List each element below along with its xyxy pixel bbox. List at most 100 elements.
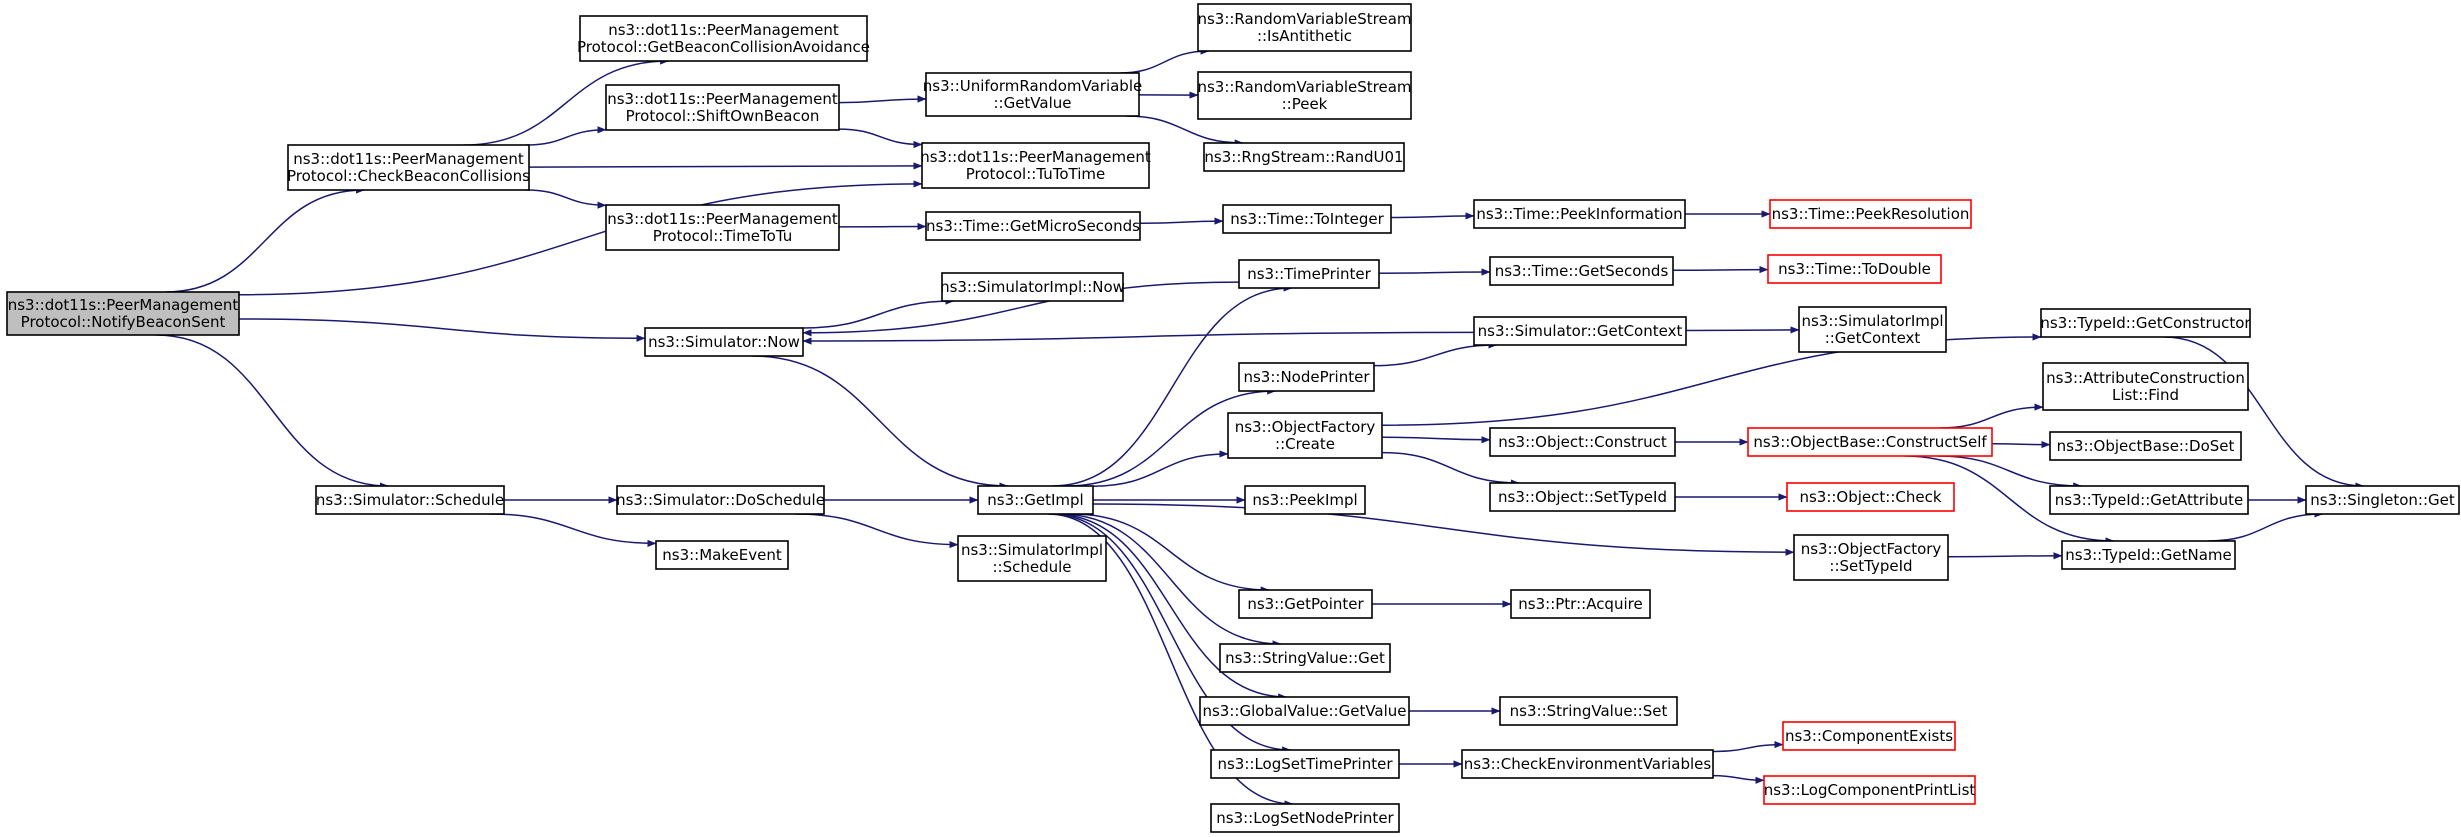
node-label: ns3::dot11s::PeerManagement: [608, 21, 839, 39]
edges-layer: [156, 47, 2365, 808]
node-label: ns3::Time::PeekInformation: [1476, 205, 1682, 223]
node-box: [1489, 482, 1676, 512]
node-box: [6, 291, 240, 336]
node-getImpl[interactable]: ns3::GetImpl: [977, 485, 1094, 515]
node-getPointer[interactable]: ns3::GetPointer: [1238, 589, 1373, 619]
node-label: ns3::GetPointer: [1247, 595, 1364, 613]
node-peekRes[interactable]: ns3::Time::PeekResolution: [1769, 199, 1972, 229]
edge-getName-to-singletonGet: [2208, 510, 2324, 542]
node-label: Protocol::NotifyBeaconSent: [21, 313, 226, 331]
node-timePrinter[interactable]: ns3::TimePrinter: [1238, 259, 1380, 289]
node-label: ns3::TypeId::GetConstructor: [2040, 314, 2251, 332]
node-label: ns3::dot11s::PeerManagement: [920, 148, 1151, 166]
node-uniformGet[interactable]: ns3::UniformRandomVariable::GetValue: [923, 72, 1142, 117]
node-logSetNode[interactable]: ns3::LogSetNodePrinter: [1210, 803, 1400, 833]
node-peekImpl[interactable]: ns3::PeekImpl: [1244, 485, 1366, 515]
edge-constructSelf-to-attrFind: [1939, 403, 2044, 429]
node-box: [1763, 775, 1976, 805]
node-label: ::SetTypeId: [1829, 557, 1912, 575]
nodes-layer: ns3::dot11s::PeerManagementProtocol::Not…: [6, 3, 2460, 833]
node-gvGetValue[interactable]: ns3::GlobalValue::GetValue: [1199, 696, 1410, 726]
node-randU01[interactable]: ns3::RngStream::RandU01: [1203, 142, 1405, 172]
node-schedule[interactable]: ns3::Simulator::Schedule: [315, 485, 505, 515]
node-ptrAcquire[interactable]: ns3::Ptr::Acquire: [1510, 589, 1651, 619]
node-notify[interactable]: ns3::dot11s::PeerManagementProtocol::Not…: [6, 291, 240, 336]
node-constructSelf[interactable]: ns3::ObjectBase::ConstructSelf: [1747, 427, 1993, 457]
edge-simNow-to-getImpl: [751, 355, 1009, 490]
node-checkBeacon[interactable]: ns3::dot11s::PeerManagementProtocol::Che…: [287, 144, 530, 191]
node-doSet[interactable]: ns3::ObjectBase::DoSet: [2049, 431, 2242, 461]
node-label: ns3::ObjectBase::DoSet: [2057, 437, 2235, 455]
node-label: ::IsAntithetic: [1257, 27, 1352, 45]
node-getBeaconCA[interactable]: ns3::dot11s::PeerManagementProtocol::Get…: [577, 15, 870, 62]
node-compExists[interactable]: ns3::ComponentExists: [1782, 721, 1956, 751]
node-svSet[interactable]: ns3::StringValue::Set: [1499, 696, 1678, 726]
node-objCheck[interactable]: ns3::Object::Check: [1786, 482, 1955, 512]
node-box: [925, 72, 1140, 117]
node-label: ns3::UniformRandomVariable: [923, 77, 1142, 95]
node-toDouble[interactable]: ns3::Time::ToDouble: [1767, 254, 1942, 284]
node-box: [941, 272, 1124, 302]
edge-getImpl-to-logSetNode: [1047, 513, 1294, 808]
edge-getImpl-to-timePrinter: [1052, 284, 1293, 487]
node-box: [2061, 540, 2236, 570]
node-implGetContext[interactable]: ns3::SimulatorImpl::GetContext: [1798, 306, 1947, 353]
edge-timePrinter-to-simNow: [802, 281, 1240, 337]
node-label: ns3::SimulatorImpl: [1801, 312, 1943, 330]
edge-getContext-to-simNow: [802, 331, 1475, 345]
node-ofSetTypeId[interactable]: ns3::ObjectFactory::SetTypeId: [1793, 534, 1949, 581]
node-logCompList[interactable]: ns3::LogComponentPrintList: [1763, 775, 1976, 805]
node-checkEnv[interactable]: ns3::CheckEnvironmentVariables: [1461, 749, 1714, 779]
edge-ofCreate-to-setTypeId: [1381, 451, 1520, 487]
node-box: [1767, 254, 1942, 284]
node-getSeconds[interactable]: ns3::Time::GetSeconds: [1489, 256, 1674, 286]
node-objConstruct[interactable]: ns3::Object::Construct: [1489, 427, 1676, 457]
node-box: [1798, 306, 1947, 353]
edge-checkBeacon-to-tuToTime: [528, 162, 923, 170]
node-label: Protocol::GetBeaconCollisionAvoidance: [577, 38, 870, 56]
node-getName[interactable]: ns3::TypeId::GetName: [2061, 540, 2236, 570]
node-simNow[interactable]: ns3::Simulator::Now: [644, 327, 804, 357]
node-box: [977, 485, 1094, 515]
node-setTypeId[interactable]: ns3::Object::SetTypeId: [1489, 482, 1676, 512]
node-label: ns3::TypeId::GetAttribute: [2055, 491, 2243, 509]
node-timeToTu[interactable]: ns3::dot11s::PeerManagementProtocol::Tim…: [605, 204, 840, 251]
node-tuToTime[interactable]: ns3::dot11s::PeerManagementProtocol::TuT…: [920, 142, 1151, 189]
node-peek[interactable]: ns3::RandomVariableStream::Peek: [1197, 71, 1412, 120]
edge-checkBeacon-to-shiftOwn: [526, 126, 607, 146]
node-nodePrinter[interactable]: ns3::NodePrinter: [1238, 362, 1375, 392]
node-label: ns3::CheckEnvironmentVariables: [1464, 755, 1712, 773]
node-box: [1227, 412, 1383, 459]
node-getMicro[interactable]: ns3::Time::GetMicroSeconds: [925, 211, 1141, 241]
node-getContext[interactable]: ns3::Simulator::GetContext: [1473, 316, 1687, 346]
node-label: List::Find: [2112, 386, 2179, 404]
node-toInteger[interactable]: ns3::Time::ToInteger: [1222, 204, 1392, 234]
edge-getConstructor-to-singletonGet: [2164, 336, 2365, 490]
node-makeEvent[interactable]: ns3::MakeEvent: [655, 540, 789, 570]
node-label: ::GetValue: [993, 94, 1071, 112]
node-peekInfo[interactable]: ns3::Time::PeekInformation: [1473, 199, 1686, 229]
node-shiftOwn[interactable]: ns3::dot11s::PeerManagementProtocol::Shi…: [605, 84, 840, 131]
node-svGet[interactable]: ns3::StringValue::Get: [1219, 643, 1391, 673]
node-box: [1769, 199, 1972, 229]
node-singletonGet[interactable]: ns3::Singleton::Get: [2305, 485, 2460, 515]
node-label: ns3::MakeEvent: [662, 546, 782, 564]
node-ofCreate[interactable]: ns3::ObjectFactory::Create: [1227, 412, 1383, 459]
node-getConstructor[interactable]: ns3::TypeId::GetConstructor: [2040, 308, 2251, 338]
node-implSchedule[interactable]: ns3::SimulatorImpl::Schedule: [957, 535, 1107, 582]
node-label: ns3::Singleton::Get: [2310, 491, 2455, 509]
node-box: [1510, 589, 1651, 619]
node-label: ::Create: [1275, 435, 1335, 453]
node-getAttribute[interactable]: ns3::TypeId::GetAttribute: [2049, 485, 2249, 515]
node-label: ns3::dot11s::PeerManagement: [8, 296, 239, 314]
node-box: [2305, 485, 2460, 515]
node-implNow[interactable]: ns3::SimulatorImpl::Now: [940, 272, 1125, 302]
node-box: [605, 204, 840, 251]
node-box: [1461, 749, 1714, 779]
node-logSetTime[interactable]: ns3::LogSetTimePrinter: [1210, 749, 1400, 779]
node-label: ns3::Time::ToInteger: [1230, 210, 1384, 228]
node-doSchedule[interactable]: ns3::Simulator::DoSchedule: [616, 485, 825, 515]
node-label: ::Peek: [1282, 95, 1328, 113]
node-isAnti[interactable]: ns3::RandomVariableStream::IsAntithetic: [1197, 3, 1412, 52]
